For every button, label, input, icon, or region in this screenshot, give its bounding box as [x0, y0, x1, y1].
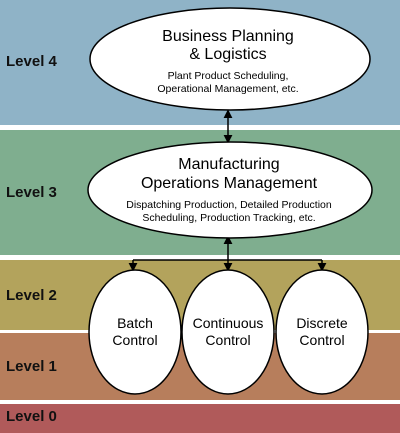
- discrete-line2: Control: [299, 332, 344, 348]
- level-4-label: Level 4: [6, 53, 57, 70]
- continuous-control-node: Continuous Control: [181, 269, 275, 395]
- batch-control-node: Batch Control: [88, 269, 182, 395]
- mom-sub-line1: Dispatching Production, Detailed Product…: [126, 199, 332, 211]
- level-1-label: Level 1: [6, 358, 57, 375]
- continuous-line2: Control: [205, 332, 250, 348]
- business-title-line2: & Logistics: [189, 46, 266, 63]
- mom-title-line2: Operations Management: [141, 175, 318, 192]
- business-sub-line1: Plant Product Scheduling,: [168, 70, 289, 82]
- level-2-label: Level 2: [6, 287, 57, 304]
- business-planning-node: Business Planning & Logistics Plant Prod…: [89, 7, 371, 111]
- business-title-line1: Business Planning: [162, 28, 294, 45]
- level-3-label: Level 3: [6, 184, 57, 201]
- discrete-control-node: Discrete Control: [275, 269, 369, 395]
- mom-title-line1: Manufacturing: [178, 156, 279, 173]
- batch-line2: Control: [112, 332, 157, 348]
- level-0-band: [0, 404, 400, 433]
- business-sub-line2: Operational Management, etc.: [157, 83, 298, 95]
- manufacturing-operations-node: Manufacturing Operations Management Disp…: [87, 141, 373, 239]
- continuous-line1: Continuous: [193, 315, 264, 331]
- level-0-label: Level 0: [6, 408, 57, 425]
- mom-sub-line2: Scheduling, Production Tracking, etc.: [142, 212, 315, 224]
- discrete-line1: Discrete: [296, 315, 348, 331]
- batch-line1: Batch: [117, 315, 153, 331]
